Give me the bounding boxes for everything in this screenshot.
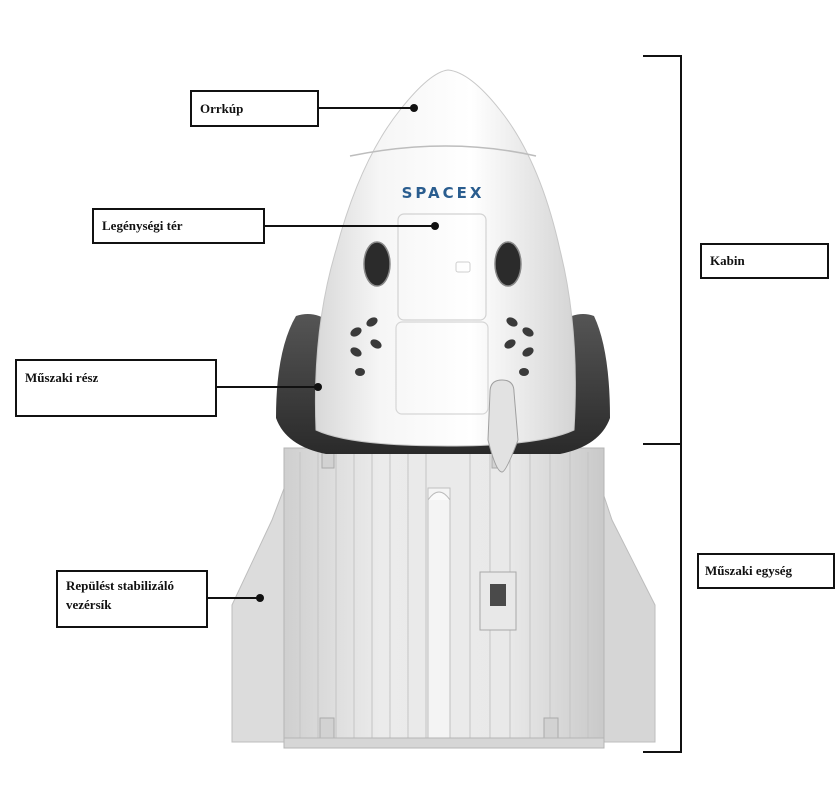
label-legenysegi-ter: Legénységi tér: [92, 208, 265, 244]
left-window: [363, 241, 391, 287]
right-thrusters: [504, 317, 534, 376]
right-window: [494, 241, 522, 287]
label-kabin: Kabin: [700, 243, 829, 279]
spacex-logo: SPACEX: [401, 184, 485, 202]
label-stabilizalo: Repülést stabilizáló vezérsík: [56, 570, 208, 628]
label-orrkup-text: Orrkúp: [200, 101, 244, 116]
right-fin: [597, 477, 656, 743]
label-muszaki-resz-text: Műszaki rész: [25, 370, 99, 385]
label-muszaki-egyseg: Műszaki egység: [697, 553, 835, 589]
section-brackets: [643, 55, 682, 753]
capsule-shell: [314, 69, 576, 447]
label-orrkup: Orrkúp: [190, 90, 319, 127]
left-fin: [231, 477, 291, 743]
label-muszaki-egyseg-text: Műszaki egység: [705, 563, 793, 578]
label-muszaki-resz: Műszaki rész: [15, 359, 217, 417]
muszaki-egyseg-bracket: [643, 443, 682, 753]
umbilical-fairing: [487, 379, 519, 473]
trunk-panel-lines: [299, 452, 589, 744]
trunk-center-channel: [427, 487, 451, 745]
leader-lines: [208, 107, 435, 599]
nosecone-seam: [349, 145, 537, 157]
left-thrusters: [350, 317, 382, 376]
hatch-outline: [397, 213, 487, 321]
label-stabilizalo-line1: Repülést stabilizáló: [66, 578, 174, 593]
trunk-section: [231, 447, 656, 749]
label-kabin-text: Kabin: [710, 253, 745, 268]
leader-dots: [256, 104, 439, 602]
label-stabilizalo-line2: vezérsík: [66, 597, 112, 612]
label-legenysegi-ter-text: Legénységi tér: [102, 218, 183, 233]
capsule-section: [276, 69, 610, 473]
kabin-bracket: [643, 55, 682, 445]
